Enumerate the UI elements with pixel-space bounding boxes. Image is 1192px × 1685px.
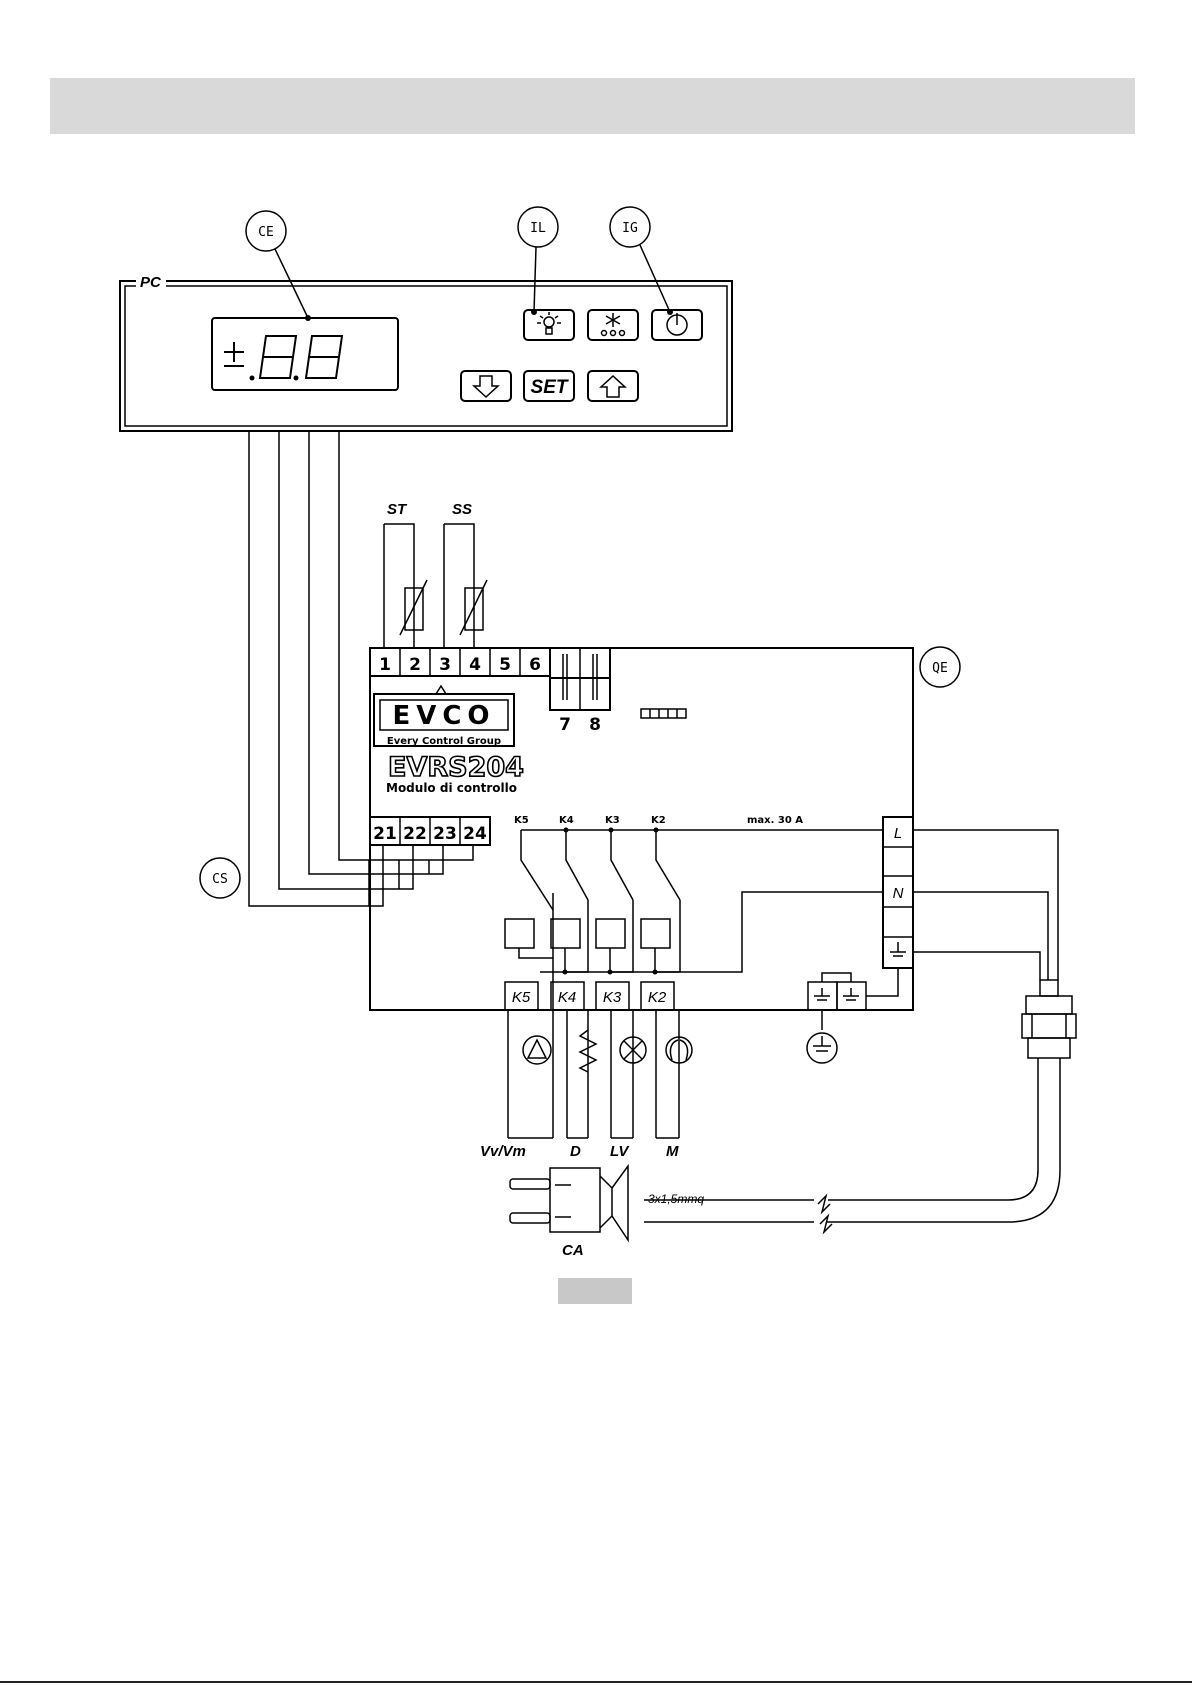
probe-ss: SS bbox=[444, 501, 487, 648]
svg-text:IL: IL bbox=[530, 221, 546, 236]
svg-text:CS: CS bbox=[212, 872, 228, 887]
set-label: SET bbox=[531, 377, 569, 398]
callout-ig: IG bbox=[610, 207, 673, 315]
svg-text:22: 22 bbox=[403, 824, 427, 844]
callout-il: IL bbox=[518, 207, 558, 315]
ground-icon bbox=[814, 988, 830, 1000]
ground-icon bbox=[843, 988, 859, 1000]
svg-text:K3: K3 bbox=[605, 815, 620, 826]
figure-tag bbox=[558, 1278, 632, 1304]
svg-text:Every Control Group: Every Control Group bbox=[387, 736, 501, 747]
relay-output-terminals: K5 K4 K3 K2 bbox=[505, 982, 674, 1010]
module-subtitle: Modulo di controllo bbox=[386, 781, 517, 795]
svg-text:2: 2 bbox=[409, 655, 421, 675]
svg-text:K2: K2 bbox=[651, 815, 666, 826]
led-strip bbox=[641, 709, 686, 718]
probe-st: ST bbox=[384, 501, 427, 648]
svg-text:N: N bbox=[893, 885, 904, 902]
svg-text:EVCO: EVCO bbox=[392, 701, 495, 731]
svg-text:4: 4 bbox=[469, 655, 481, 675]
svg-text:CE: CE bbox=[258, 225, 274, 240]
terminal-block-top: 1 2 3 4 5 6 bbox=[370, 648, 550, 676]
plug-label: CA bbox=[562, 1242, 584, 1259]
page-bottom-rule bbox=[0, 1681, 1192, 1683]
evco-logo: EVCO Every Control Group bbox=[374, 686, 514, 747]
callout-qe: QE bbox=[920, 647, 960, 687]
svg-text:D: D bbox=[570, 1143, 581, 1160]
svg-text:QE: QE bbox=[932, 661, 948, 676]
svg-text:1: 1 bbox=[379, 655, 391, 675]
svg-text:max. 30 A: max. 30 A bbox=[747, 815, 803, 826]
plug-icon bbox=[510, 1166, 628, 1240]
svg-text:21: 21 bbox=[373, 824, 397, 844]
relay-k4 bbox=[551, 828, 588, 973]
ground-icon bbox=[890, 942, 906, 956]
svg-text:8: 8 bbox=[589, 715, 601, 735]
svg-text:IG: IG bbox=[622, 221, 638, 236]
svg-text:K4: K4 bbox=[559, 815, 574, 826]
lamp-icon bbox=[611, 1010, 646, 1138]
display-window bbox=[212, 318, 398, 390]
svg-text:LV: LV bbox=[610, 1143, 630, 1160]
terminal-block-bottom: 21 22 23 24 bbox=[370, 817, 490, 845]
svg-text:K2: K2 bbox=[648, 989, 667, 1006]
relay-k3 bbox=[596, 828, 633, 973]
callout-ce: CE bbox=[246, 211, 311, 321]
svg-text:7: 7 bbox=[559, 715, 571, 735]
svg-text:24: 24 bbox=[463, 824, 487, 844]
svg-text:6: 6 bbox=[529, 655, 541, 675]
relay-k2 bbox=[641, 828, 680, 973]
earth-terminals bbox=[808, 968, 898, 1010]
svg-text:ST: ST bbox=[387, 501, 408, 518]
panel-label: PC bbox=[140, 274, 162, 291]
loads: Vv/Vm D LV M bbox=[480, 1010, 692, 1160]
svg-text:K4: K4 bbox=[558, 989, 576, 1006]
fan-icon bbox=[508, 1010, 553, 1138]
svg-text:L: L bbox=[894, 825, 902, 842]
external-ground-icon bbox=[807, 1010, 837, 1063]
svg-text:3: 3 bbox=[439, 655, 451, 675]
compressor-icon bbox=[656, 1010, 692, 1138]
power-terminal-column: L N bbox=[883, 817, 913, 968]
svg-text:23: 23 bbox=[433, 824, 457, 844]
svg-text:K5: K5 bbox=[512, 989, 531, 1006]
control-module: 1 2 3 4 5 6 7 8 EVCO bbox=[370, 648, 913, 1010]
callout-cs: CS bbox=[200, 858, 240, 898]
svg-text:K5: K5 bbox=[514, 815, 529, 826]
resistor-icon bbox=[567, 1010, 596, 1138]
svg-text:Vv/Vm: Vv/Vm bbox=[480, 1143, 526, 1160]
svg-text:M: M bbox=[666, 1143, 679, 1160]
model-name: EVRS204 bbox=[388, 752, 524, 783]
cable-spec: 3x1,5mmq bbox=[648, 1192, 704, 1206]
power-cable: 3x1,5mmq bbox=[644, 830, 1076, 1232]
svg-text:K3: K3 bbox=[603, 989, 622, 1006]
svg-text:SS: SS bbox=[452, 501, 472, 518]
relay-k5 bbox=[505, 830, 553, 1010]
control-panel: PC bbox=[120, 274, 732, 431]
seven-seg-display bbox=[224, 336, 342, 381]
svg-text:5: 5 bbox=[499, 655, 511, 675]
terminal-block-78: 7 8 bbox=[550, 648, 610, 735]
